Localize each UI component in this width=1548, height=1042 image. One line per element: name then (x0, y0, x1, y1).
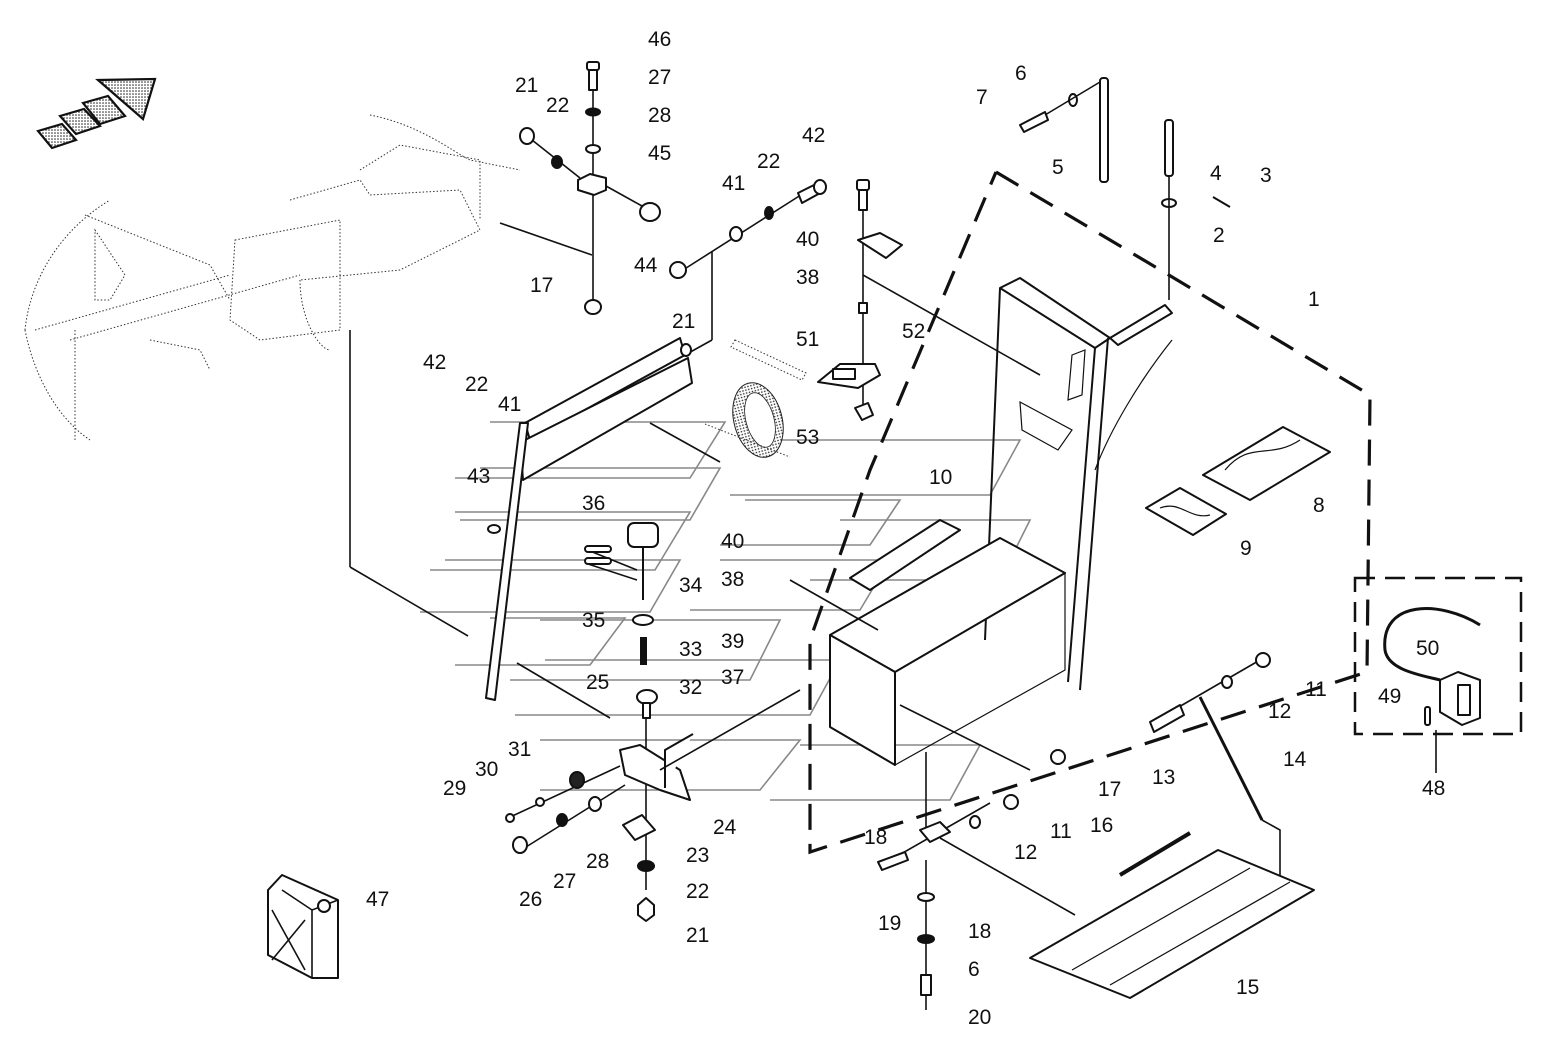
callout-41-left: 41 (498, 393, 521, 416)
callout-16: 16 (1090, 814, 1113, 837)
callout-46: 46 (648, 28, 671, 51)
callout-14: 14 (1283, 748, 1307, 771)
callout-35: 35 (582, 609, 605, 632)
callout-3: 3 (1260, 164, 1272, 187)
side-shield-43 (485, 337, 721, 701)
upper-bolt-stack (817, 179, 1041, 421)
callout-8: 8 (1313, 494, 1325, 517)
callout-43: 43 (467, 465, 490, 488)
callout-24: 24 (713, 816, 737, 839)
callout-11-lower: 11 (1050, 820, 1072, 843)
callout-27-low: 27 (553, 870, 576, 893)
callout-22-mid: 22 (757, 150, 780, 173)
fuel-can-47 (267, 874, 339, 979)
callout-17-right: 17 (1098, 778, 1121, 801)
callout-22-low: 22 (686, 880, 709, 903)
callout-37: 37 (721, 666, 744, 689)
callout-2: 2 (1213, 224, 1225, 247)
callout-20: 20 (968, 1006, 991, 1029)
lower-hardware (877, 652, 1281, 1010)
callout-12-lower: 12 (1014, 841, 1037, 864)
callout-34: 34 (679, 574, 703, 597)
callout-21-top: 21 (515, 74, 538, 97)
callout-33: 33 (679, 638, 702, 661)
callout-45: 45 (648, 142, 671, 165)
callout-6: 6 (1015, 62, 1027, 85)
callout-5: 5 (1052, 156, 1064, 179)
callout-6-lower: 6 (968, 958, 980, 981)
callout-4: 4 (1210, 162, 1222, 185)
latch-bracket-assembly (505, 689, 801, 922)
floor-plate-15 (1029, 849, 1315, 999)
callout-40-top: 40 (796, 228, 819, 251)
callout-22-top: 22 (546, 94, 569, 117)
callout-42-left: 42 (423, 351, 446, 374)
decals (1145, 426, 1331, 536)
callout-38-top: 38 (796, 266, 819, 289)
callout-18-upper: 18 (864, 826, 887, 849)
tool-box-panel (984, 277, 1173, 691)
callout-25: 25 (586, 671, 609, 694)
callout-53: 53 (796, 426, 819, 449)
callout-32: 32 (679, 676, 702, 699)
callout-42-top: 42 (802, 124, 825, 147)
callout-26: 26 (519, 888, 542, 911)
callout-15: 15 (1236, 976, 1259, 999)
callout-22-left: 22 (465, 373, 488, 396)
bracket-bolt-stack (519, 61, 661, 315)
callout-7: 7 (976, 86, 988, 109)
lock-pin-assembly (584, 522, 659, 665)
assembly-leader-lines (349, 222, 611, 719)
callout-52: 52 (902, 320, 925, 343)
callout-51: 51 (796, 328, 819, 351)
wiring-inset (1353, 576, 1523, 773)
callout-36: 36 (582, 492, 605, 515)
callout-50: 50 (1416, 637, 1439, 660)
callout-27-top: 27 (648, 66, 671, 89)
callout-21-mid: 21 (672, 310, 695, 333)
callout-18-lower: 18 (968, 920, 991, 943)
callout-13: 13 (1152, 766, 1175, 789)
callout-44: 44 (634, 254, 658, 277)
callout-labels: 1 2 3 4 5 6 7 8 9 10 11 12 13 14 15 16 1… (366, 28, 1445, 1029)
callout-23: 23 (686, 844, 709, 867)
callout-30: 30 (475, 758, 498, 781)
callout-40-mid: 40 (721, 530, 744, 553)
callout-39: 39 (721, 630, 744, 653)
main-assembly-outline (808, 170, 1372, 855)
bolt-stack-right (669, 179, 827, 356)
callout-31: 31 (508, 738, 531, 761)
callout-28-top: 28 (648, 104, 671, 127)
hinge-pin (1161, 119, 1231, 300)
callout-47: 47 (366, 888, 389, 911)
callout-19: 19 (878, 912, 901, 935)
callout-21-low: 21 (686, 924, 709, 947)
callout-28-low: 28 (586, 850, 609, 873)
callout-9: 9 (1240, 537, 1252, 560)
callout-38-mid: 38 (721, 568, 744, 591)
callout-49: 49 (1378, 685, 1401, 708)
callout-17-top: 17 (530, 274, 553, 297)
battery-box (789, 519, 1066, 832)
callout-11-upper: 11 (1305, 678, 1327, 701)
callout-29: 29 (443, 777, 466, 800)
callout-10: 10 (929, 466, 952, 489)
callout-41-top: 41 (722, 172, 745, 195)
callout-48: 48 (1422, 777, 1445, 800)
tractor-frame-outline (24, 114, 521, 441)
strap-5 (1019, 77, 1109, 183)
direction-arrow-icon (36, 77, 157, 150)
callout-12-upper: 12 (1268, 700, 1291, 723)
callout-1: 1 (1308, 288, 1320, 311)
retainer-strap (704, 339, 807, 458)
